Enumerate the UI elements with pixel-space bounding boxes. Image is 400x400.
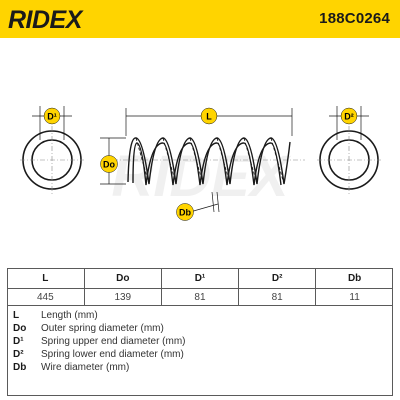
l-badge: [200, 107, 218, 125]
legend: L Length (mm) Do Outer spring diameter (…: [7, 305, 393, 373]
legend-key: Db: [13, 362, 27, 373]
svg-text:RIDEX: RIDEX: [8, 6, 84, 32]
d2-badge: [340, 107, 358, 125]
db-label: Db: [179, 208, 191, 218]
specs-value-row: 445 139 81 81 11: [7, 288, 393, 305]
specs-table: L Do D¹ D² Db 445 139 81 81 11: [7, 268, 393, 305]
d1-badge: [43, 107, 61, 125]
lower-end-view: D²: [317, 106, 381, 194]
legend-key: D²: [13, 349, 24, 360]
col-header-wire-diameter: Db: [315, 268, 393, 289]
do-badge: [100, 155, 118, 173]
legend-desc: Spring lower end diameter (mm): [41, 349, 184, 360]
d1-label: D¹: [47, 112, 57, 122]
brand-logo: RIDEX: [8, 6, 84, 32]
specs-header-row: L Do D¹ D² Db: [7, 268, 393, 289]
value-wire-diameter: 11: [315, 288, 393, 305]
legend-desc: Spring upper end diameter (mm): [41, 336, 186, 347]
value-length: 445: [37, 291, 54, 303]
legend-key: Do: [13, 323, 27, 334]
legend-desc: Wire diameter (mm): [41, 362, 130, 373]
do-label: Do: [103, 160, 115, 170]
d2-label: D²: [344, 112, 354, 122]
legend-key: D¹: [13, 336, 24, 347]
value-lower-diameter: 81: [238, 288, 316, 305]
value-upper-diameter: 81: [160, 288, 239, 305]
header-bar: RIDEX 188C0264: [0, 0, 400, 38]
l-label: L: [206, 112, 212, 122]
col-header-lower-diameter: D²: [238, 268, 316, 289]
db-badge: [176, 203, 194, 221]
value-outer-diameter: 139: [83, 288, 162, 305]
spring-diagram: RIDEX D¹: [20, 106, 381, 221]
upper-end-view: D¹: [20, 106, 84, 194]
legend-desc: Length (mm): [41, 310, 98, 321]
col-header-upper-diameter: D¹: [160, 268, 239, 289]
legend-desc: Outer spring diameter (mm): [41, 323, 164, 334]
legend-key: L: [13, 310, 20, 321]
part-number: 188C0264: [319, 10, 390, 27]
col-header-outer-diameter: Do: [83, 268, 162, 289]
col-header-length: L: [7, 268, 85, 289]
spring-side-view: L Do Db: [100, 107, 305, 221]
